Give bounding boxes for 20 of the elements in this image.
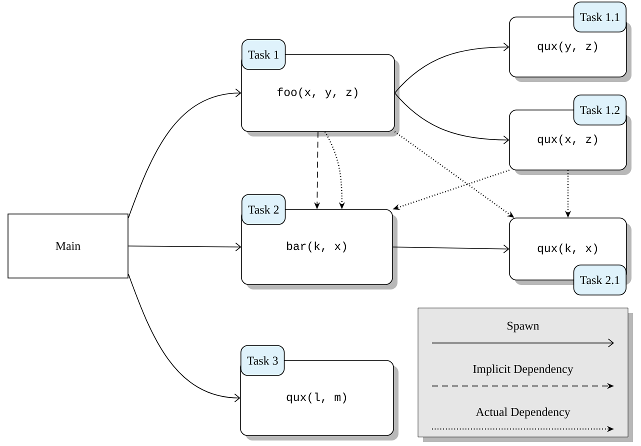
arrow xyxy=(394,42,510,94)
arrow xyxy=(128,274,240,402)
task-box: qux(k, x) Task 2.1 xyxy=(509,218,632,296)
task-box: Task 3 qux(l, m) xyxy=(240,345,398,440)
node-label: Task 1.2 xyxy=(580,106,620,114)
task-box: Task 2 bar(k, x) xyxy=(241,194,398,290)
task-box: Task 1.2 qux(x, z) xyxy=(509,94,632,175)
task-box: Task 1.1 qux(y, z) xyxy=(509,2,632,82)
arrow xyxy=(128,88,242,218)
task-box: Task 1 foo(x, y, z) xyxy=(241,39,400,136)
node-label: Task 1.1 xyxy=(580,12,620,22)
legend-text: Actual Dependency xyxy=(476,408,570,418)
arrow xyxy=(128,242,242,252)
arrow xyxy=(392,244,510,254)
legend-text: Spawn xyxy=(508,322,540,332)
legend-text: Implicit Dependency xyxy=(473,364,574,376)
process-box: Main xyxy=(8,214,128,278)
node-label: Task 3 xyxy=(247,356,278,365)
node-label: Task 1 xyxy=(248,50,279,59)
arrow xyxy=(394,92,510,144)
